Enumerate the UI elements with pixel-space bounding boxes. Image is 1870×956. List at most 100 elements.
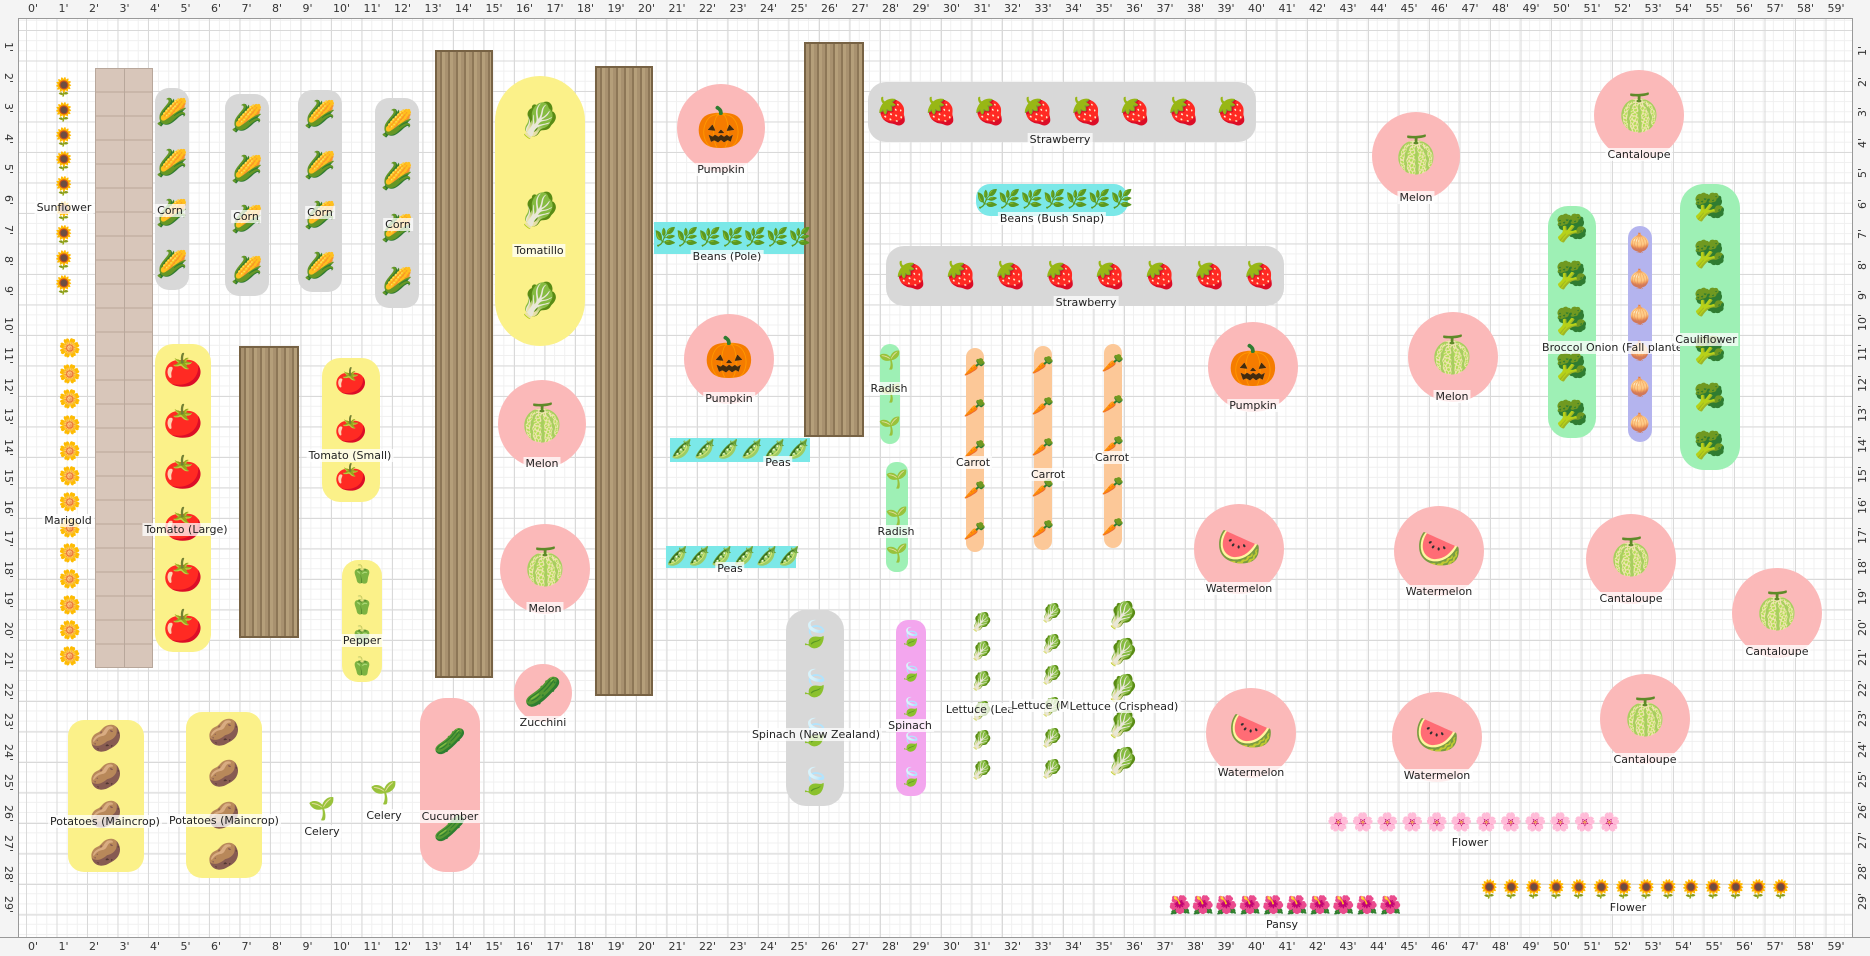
zucchini-bed[interactable] [514, 664, 572, 722]
radish-bed-2[interactable]: 🌱 🌱 🌱 [886, 462, 908, 572]
flower-icon: 🌸 [1475, 812, 1498, 833]
ruler-y-label: 8' [2, 255, 15, 266]
beans-icon: 🌿 [976, 189, 999, 210]
watermelon-bed-2[interactable] [1394, 506, 1484, 596]
cantaloupe-bed-3[interactable] [1732, 568, 1822, 658]
strawberry-icon: 🍓 [1215, 97, 1248, 127]
marigold-icon: 🌼 [58, 414, 82, 436]
pumpkin-bed-2[interactable] [684, 314, 774, 404]
peas-bed-1[interactable]: 🫛 🫛 🫛 🫛 🫛 🫛 [670, 438, 810, 462]
ruler-x-label: 31' [973, 940, 991, 953]
sunflower-icon: 🌻 [1702, 879, 1725, 900]
cantaloupe-bed-2[interactable] [1586, 514, 1676, 604]
melon-bed-3[interactable] [498, 380, 586, 468]
cantaloupe-bed-4[interactable] [1600, 674, 1690, 764]
strawberry-bed-1[interactable]: 🍓 🍓 🍓 🍓 🍓 🍓 🍓 🍓 [868, 82, 1256, 142]
onion-icon: 🧅 [1628, 269, 1652, 290]
pepper-bed[interactable]: 🫑 🫑 🫑 🫑 [342, 560, 382, 682]
beans-icon: 🌿 [1065, 189, 1089, 210]
tomato-large-bed[interactable]: 🍅 🍅 🍅 🍅 🍅 🍅 [155, 344, 211, 652]
lettuce-icon: 🥬 [1106, 746, 1140, 777]
marigold-icon: 🌼 [58, 569, 82, 591]
pansy-row[interactable]: 🌺 🌺 🌺 🌺 🌺 🌺 🌺 🌺 🌺 🌺 [1168, 892, 1402, 920]
sunflower-row[interactable]: 🌻 🌻 🌻 🌻 🌻 🌻 🌻 🌻 🌻 [52, 76, 76, 298]
flower-row-yellow[interactable]: 🌻 🌻 🌻 🌻 🌻 🌻 🌻 🌻 🌻 🌻 🌻 🌻 🌻 🌻 [1478, 876, 1792, 904]
ruler-x-label: 51' [1583, 940, 1601, 953]
flower-icon: 🌸 [1573, 812, 1597, 833]
beans-icon: 🌿 [676, 227, 699, 248]
onion-bed[interactable]: 🧅 🧅 🧅 🧅 🧅 🧅 [1628, 226, 1652, 442]
ruler-y-label: 16' [1856, 496, 1869, 514]
gravel-path-3[interactable] [595, 66, 653, 696]
tomato-small-bed[interactable]: 🍅 🍅 🍅 [322, 358, 380, 502]
spinach-bed[interactable]: 🍃 🍃 🍃 🍃 🍃 [896, 620, 926, 796]
beans-icon: 🌿 [654, 227, 677, 248]
carrot-bed-3[interactable]: 🥕 🥕 🥕 🥕 🥕 [1102, 344, 1124, 548]
ruler-y-label: 6' [1856, 198, 1869, 209]
strawberry-label-1: Strawberry [1027, 133, 1093, 146]
carrot-bed-2[interactable]: 🥕 🥕 🥕 🥕 🥕 [1032, 346, 1054, 550]
corn-bed-3[interactable]: 🌽 🌽 🌽 🌽 [298, 90, 342, 292]
carrot-bed-1[interactable]: 🥕 🥕 🥕 🥕 🥕 [964, 348, 986, 552]
watermelon-bed-1[interactable] [1194, 504, 1284, 594]
pumpkin-label-1: Pumpkin [695, 163, 747, 176]
broccoli-bed[interactable]: 🥦 🥦 🥦 🥦 🥦 [1548, 206, 1596, 438]
potato-icon: 🥔 [207, 717, 241, 748]
peas-bed-2[interactable]: 🫛 🫛 🫛 🫛 🫛 🫛 [666, 546, 801, 568]
lettuce-leaf-row[interactable]: 🥬 🥬 🥬 🥬 🥬 🥬 [970, 608, 994, 786]
corn-bed-4[interactable]: 🌽 🌽 🌽 🌽 [375, 98, 419, 308]
pansy-icon: 🌺 [1191, 895, 1215, 916]
corn-label-3: Corn [305, 206, 335, 219]
flower-row-purple[interactable]: 🌸 🌸 🌸 🌸 🌸 🌸 🌸 🌸 🌸 🌸 🌸 🌸 [1326, 808, 1622, 838]
melon-bed-2[interactable] [1408, 312, 1498, 402]
beans-pole-bed[interactable]: 🌿 🌿 🌿 🌿 🌿 🌿 🌿 [654, 222, 811, 254]
ruler-y-label: 18' [2, 560, 15, 578]
gravel-path-1[interactable] [239, 346, 299, 638]
watermelon-bed-4[interactable] [1392, 692, 1482, 782]
ruler-x-label: 36' [1126, 2, 1144, 15]
ruler-y-label: 25' [2, 774, 15, 792]
cantaloupe-bed-1[interactable] [1594, 70, 1684, 160]
cucumber-bed[interactable]: 🥒 🥒 [420, 698, 480, 872]
spinach-nz-bed[interactable]: 🍃 🍃 🍃 🍃 [786, 610, 844, 806]
lettuce-crisp-row[interactable]: 🥬 🥬 🥬 🥬 🥬 [1106, 598, 1140, 780]
corn-bed-1[interactable]: 🌽 🌽 🌽 🌽 [155, 88, 189, 290]
watermelon-bed-3[interactable] [1206, 688, 1296, 778]
potatoes-bed-2[interactable]: 🥔 🥔 🥔 🥔 [186, 712, 262, 878]
beans-bush-bed[interactable]: 🌿 🌿 🌿 🌿 🌿 🌿 🌿 [976, 184, 1133, 216]
tomato-icon: 🍅 [334, 367, 368, 397]
flower-icon: 🌸 [1450, 812, 1473, 833]
corn-bed-2[interactable]: 🌽 🌽 🌽 🌽 [225, 94, 269, 296]
corn-label-2: Corn [231, 210, 261, 223]
lettuce-mini-row[interactable]: 🥬 🥬 🥬 🥬 🥬 🥬 [1040, 598, 1064, 786]
paver-walkway[interactable] [95, 68, 153, 668]
sunflower-icon: 🌻 [52, 101, 76, 123]
pansy-icon: 🌺 [1238, 895, 1262, 916]
celery-icon[interactable]: 🌱 [308, 797, 336, 822]
ruler-x-label: 49' [1522, 2, 1540, 15]
ruler-y-label: 22' [2, 682, 15, 700]
pumpkin-bed-1[interactable] [677, 84, 765, 172]
ruler-y-label: 3' [1856, 106, 1869, 117]
melon-bed-4[interactable] [500, 524, 590, 614]
marigold-row[interactable]: 🌼 🌼 🌼 🌼 🌼 🌼 🌼 🌼 🌼 🌼 🌼 🌼 🌼 [58, 336, 82, 670]
potatoes-bed-1[interactable]: 🥔 🥔 🥔 🥔 [68, 720, 144, 872]
ruler-x-label: 6' [211, 940, 222, 953]
sunflower-icon: 🌻 [1590, 879, 1613, 900]
broccoli-icon: 🥦 [1555, 306, 1589, 337]
tomato-icon: 🍅 [163, 555, 203, 594]
ruler-x-label: 3' [119, 2, 130, 15]
ruler-x-label: 30' [943, 940, 961, 953]
gravel-path-2[interactable] [435, 50, 493, 678]
cauliflower-bed[interactable]: 🥦 🥦 🥦 🥦 🥦 🥦 [1680, 184, 1740, 470]
ruler-x-label: 33' [1034, 2, 1052, 15]
corn-icon: 🌽 [230, 255, 264, 286]
spinach-icon: 🍃 [899, 626, 923, 648]
watermelon-icon: 🍉 [1416, 529, 1462, 570]
pumpkin-bed-3[interactable] [1208, 322, 1298, 412]
celery-icon[interactable]: 🌱 [370, 781, 398, 806]
tomatillo-bed[interactable]: 🥬 🥬 🥬 [495, 76, 585, 346]
ruler-x-label: 59' [1827, 2, 1845, 15]
melon-bed-1[interactable] [1372, 112, 1460, 200]
gravel-path-4[interactable] [804, 42, 864, 437]
